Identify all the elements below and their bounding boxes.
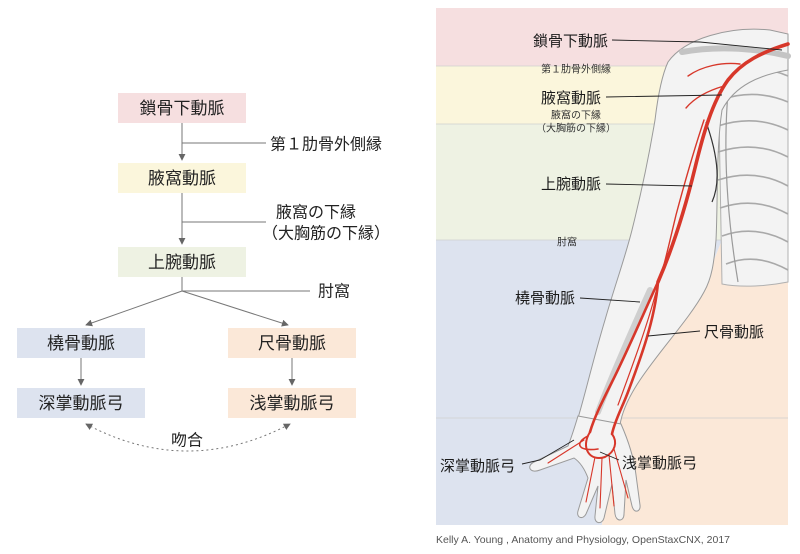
leader-brachial — [605, 183, 693, 187]
leader-subclavian — [611, 39, 783, 51]
ill-label-deep-palmar-arch: 深掌動脈弓 — [440, 457, 515, 475]
rib-line — [717, 146, 789, 158]
artery-digital-branch — [585, 456, 596, 503]
node-deep-palmar-arch-label: 深掌動脈弓 — [39, 394, 124, 414]
label-anastomosis: 吻合 — [171, 431, 203, 450]
image-credit: Kelly A. Young , Anatomy and Physiology,… — [436, 534, 730, 546]
leader-ulnar — [647, 330, 701, 337]
torso-outline — [717, 59, 789, 287]
node-superficial-palmar-arch-label: 浅掌動脈弓 — [250, 394, 335, 414]
node-ulnar-box — [228, 328, 356, 358]
ill-label-brachial: 上腕動脈 — [541, 175, 601, 193]
clavicle — [679, 45, 791, 59]
rib-line — [717, 174, 789, 187]
node-brachial-box — [118, 247, 246, 277]
leader-superficial-palmar-arch — [599, 451, 620, 461]
rib-line — [719, 202, 789, 215]
label-axilla-lower-margin: 腋窩の下縁 — [276, 203, 356, 222]
anastomosis-dashed-arrow — [85, 423, 291, 452]
artery-ulnar — [610, 280, 660, 436]
artery-superficial-palmar-arch — [585, 431, 617, 460]
ill-region-first-rib-margin: 第１肋骨外側縁 — [541, 63, 611, 76]
rib-line — [725, 258, 789, 271]
ill-label-axillary: 腋窩動脈 — [541, 89, 601, 107]
artery-digital-branch — [608, 454, 615, 507]
artery-radial — [588, 280, 660, 434]
label-pectoralis-lower-margin: （大胸筋の下縁） — [262, 224, 390, 243]
label-first-rib-margin: 第１肋骨外側縁 — [270, 135, 382, 154]
artery-shoulder-branch — [687, 62, 741, 77]
ill-region-axilla-lower-margin: 腋窩の下縁 — [551, 109, 601, 122]
artery-digital-branch — [599, 457, 603, 509]
artery-thumb-branch — [547, 439, 585, 464]
node-subclavian-label: 鎖骨下動脈 — [140, 99, 225, 119]
node-brachial-label: 上腕動脈 — [148, 253, 216, 273]
rib-line — [721, 230, 789, 243]
artery-axillary-branch — [685, 85, 725, 109]
band-ulnar-region — [602, 240, 788, 525]
node-radial-box — [17, 328, 145, 358]
node-deep-palmar-arch-box — [17, 388, 145, 418]
node-ulnar-label: 尺骨動脈 — [258, 334, 326, 354]
ill-label-subclavian: 鎖骨下動脈 — [533, 32, 608, 50]
node-subclavian-box — [118, 93, 246, 123]
artery-digital-branch — [613, 448, 629, 499]
ill-label-ulnar: 尺骨動脈 — [704, 323, 764, 341]
label-cubital-fossa: 肘窩 — [318, 282, 350, 301]
ill-region-pectoralis-lower-margin: （大胸筋の下縁） — [536, 122, 616, 135]
node-superficial-palmar-arch-box — [228, 388, 356, 418]
leader-radial — [579, 297, 641, 303]
ill-label-superficial-palmar-arch: 浅掌動脈弓 — [622, 454, 697, 472]
leader-axillary — [605, 94, 723, 98]
leader-deep-palmar-arch — [521, 439, 575, 465]
artery-deep-brachial-branch — [661, 119, 705, 273]
artery-subclavian-axillary-brachial — [656, 42, 790, 284]
node-axillary-box — [118, 163, 246, 193]
artery-interosseous-branch — [617, 291, 657, 406]
node-axillary-label: 腋窩動脈 — [148, 169, 216, 189]
artery-deep-palmar-arch — [578, 435, 599, 451]
anatomy-illustration: 鎖骨下動脈 腋窩動脈 上腕動脈 橈骨動脈 尺骨動脈 深掌動脈弓 浅掌動脈弓 第１… — [436, 8, 791, 546]
axillary-fold — [705, 121, 718, 203]
ill-region-cubital-fossa: 肘窩 — [557, 236, 577, 249]
arteries — [547, 42, 790, 509]
arrow-brachial-to-ulnar — [181, 290, 289, 327]
flowchart: 鎖骨下動脈 腋窩動脈 上腕動脈 橈骨動脈 尺骨動脈 深掌動脈弓 浅掌動脈弓 第１… — [17, 93, 390, 452]
arrow-brachial-to-radial — [85, 290, 183, 327]
ill-label-radial: 橈骨動脈 — [515, 289, 575, 307]
rib-line — [717, 120, 789, 131]
hand-outline — [529, 415, 641, 524]
node-radial-label: 橈骨動脈 — [47, 334, 115, 354]
arm-outline — [577, 28, 789, 426]
